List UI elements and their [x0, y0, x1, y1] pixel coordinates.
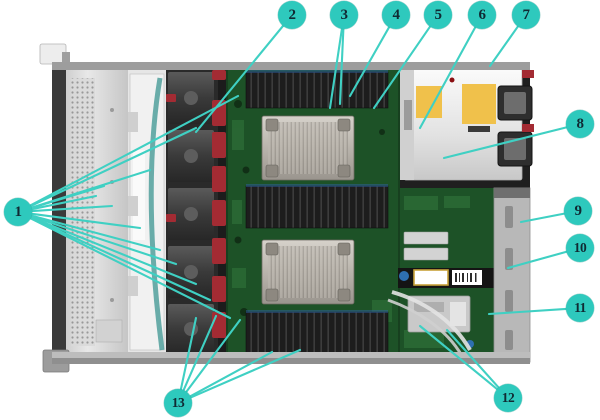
callout-marker-1[interactable]: 1 [4, 198, 32, 226]
callout-marker-12[interactable]: 12 [494, 384, 522, 412]
callout-marker-4[interactable]: 4 [382, 1, 410, 29]
callout-marker-13[interactable]: 13 [164, 389, 192, 417]
callout-marker-3[interactable]: 3 [330, 1, 358, 29]
callout-marker-10[interactable]: 10 [566, 234, 594, 262]
callout-marker-5[interactable]: 5 [424, 1, 452, 29]
callout-marker-8[interactable]: 8 [566, 110, 594, 138]
callout-marker-7[interactable]: 7 [512, 1, 540, 29]
callout-marker-11[interactable]: 11 [566, 294, 594, 322]
callout-marker-9[interactable]: 9 [564, 197, 592, 225]
callout-marker-6[interactable]: 6 [468, 1, 496, 29]
callout-marker-2[interactable]: 2 [278, 1, 306, 29]
